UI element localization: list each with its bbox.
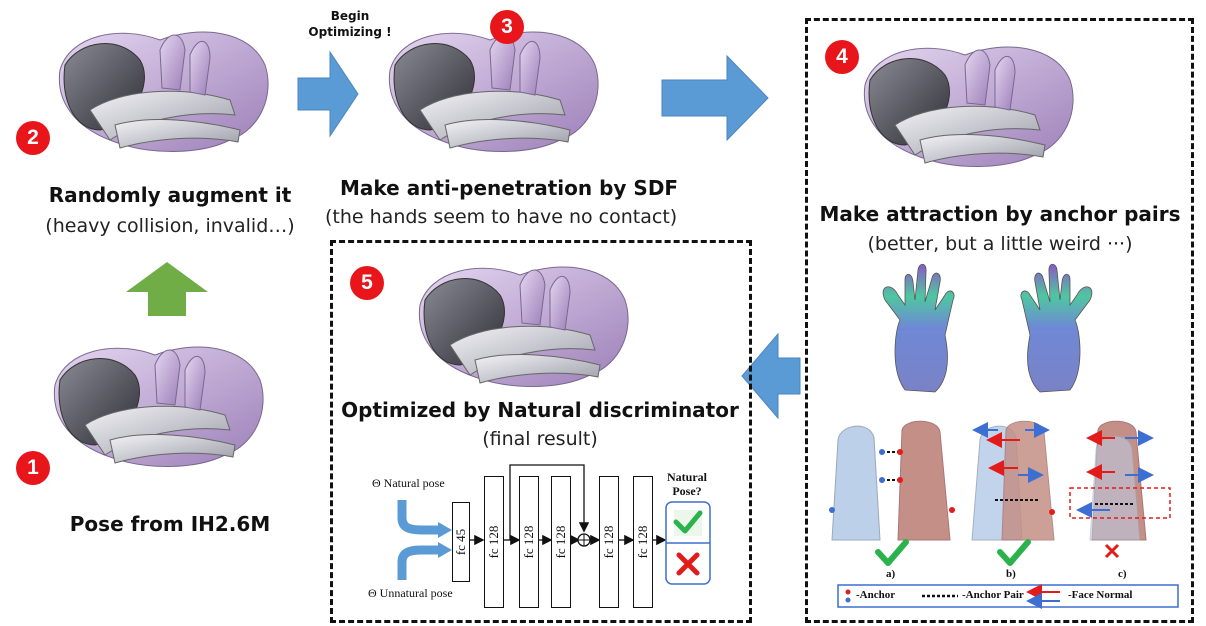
- case-label-b: b): [1006, 568, 1016, 580]
- output-title: Natural Pose?: [652, 470, 722, 498]
- fc-layer-2: fc 128: [484, 476, 504, 608]
- begin-optimizing-label: Begin Optimizing !: [300, 8, 400, 40]
- legend-box: [837, 584, 1179, 608]
- fc-layer-1-label: fc 45: [453, 528, 468, 556]
- fc-layer-3: fc 128: [519, 476, 539, 608]
- step3-title: Make anti-penetration by SDF: [340, 176, 679, 200]
- natural-check-icon: [673, 510, 703, 534]
- hand-image-step3: [388, 31, 599, 153]
- step-badge-4: 4: [825, 40, 859, 74]
- hand-image-step1: [53, 346, 264, 468]
- fc-layer-4: fc 128: [551, 476, 571, 608]
- anchor-hand-right: [1020, 263, 1093, 393]
- step-badge-5: 5: [350, 266, 384, 300]
- fc-layer-6: fc 128: [633, 476, 653, 608]
- fc-layer-6-label: fc 128: [635, 525, 650, 559]
- arrow-left: [741, 332, 801, 420]
- legend-anchor-label: -Anchor: [856, 589, 896, 601]
- fc-layer-4-label: fc 128: [553, 525, 568, 559]
- output-title-line2: Pose?: [672, 484, 702, 498]
- step4-subtitle: (better, but a little weird ···): [867, 233, 1133, 255]
- anchor-hand-left: [882, 263, 955, 393]
- step2-subtitle: (heavy collision, invalid…): [45, 215, 295, 237]
- step-badge-3: 3: [490, 10, 524, 44]
- check-mark-a: [875, 539, 909, 566]
- natural-pose-label: Θ Natural pose: [372, 476, 445, 490]
- unnatural-cross-icon: [676, 552, 700, 576]
- unnatural-input-arrow: [397, 545, 440, 580]
- finger-case-c: [1069, 420, 1171, 541]
- step5-subtitle: (final result): [482, 428, 598, 450]
- begin-label-line2: Optimizing !: [308, 25, 392, 39]
- hand-image-step2: [58, 31, 269, 153]
- finger-case-a: [829, 420, 955, 541]
- arrow-right-2: [661, 54, 769, 142]
- begin-label-line1: Begin: [330, 9, 370, 23]
- step3-subtitle: (the hands seem to have no contact): [325, 206, 678, 228]
- fc-layer-2-label: fc 128: [486, 525, 501, 559]
- step-badge-2: 2: [16, 121, 50, 155]
- case-label-a: a): [886, 568, 896, 580]
- fc-layer-3-label: fc 128: [521, 525, 536, 559]
- step1-title: Pose from IH2.6M: [69, 512, 271, 536]
- fc-layer-5: fc 128: [599, 476, 619, 608]
- legend-normal-label: -Face Normal: [1068, 589, 1133, 601]
- fc-layer-5-label: fc 128: [601, 525, 616, 559]
- step5-title: Optimized by Natural discriminator: [341, 398, 739, 422]
- step4-dashed-box: [805, 18, 1194, 623]
- fc-layer-1: fc 45: [452, 502, 470, 582]
- arrow-right-1: [297, 50, 359, 138]
- legend-pair-label: -Anchor Pair: [962, 589, 1024, 601]
- arrow-up: [126, 262, 208, 316]
- finger-case-b: [971, 420, 1055, 541]
- step4-title: Make attraction by anchor pairs: [819, 202, 1181, 226]
- cross-mark-c: [1104, 543, 1120, 559]
- check-mark-b: [997, 539, 1031, 566]
- unnatural-pose-label: Θ Unnatural pose: [368, 586, 453, 600]
- step5-dashed-box: [330, 240, 752, 623]
- step2-title: Randomly augment it: [48, 183, 292, 207]
- natural-input-arrow: [397, 500, 440, 535]
- output-title-line1: Natural: [667, 470, 707, 484]
- step-badge-1: 1: [16, 451, 50, 485]
- case-label-c: c): [1118, 568, 1127, 580]
